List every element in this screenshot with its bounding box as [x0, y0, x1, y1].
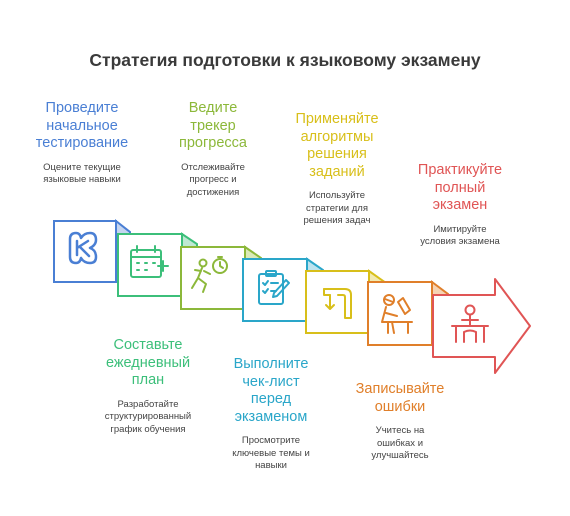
checklist-icon [258, 270, 290, 305]
step-6-title: Записывайте ошибки [355, 381, 445, 415]
writing-person-icon [381, 294, 413, 334]
page-title: Стратегия подготовки к языковому экзамен… [89, 50, 481, 70]
step-5: Применяйте алгоритмы решения заданий Исп… [277, 111, 397, 228]
step-6: Записывайте ошибки Учитесь на ошибках и … [340, 381, 460, 463]
step-1-description: Оцените текущие языковые навыки [43, 161, 121, 186]
step-4-description: Просмотрите ключевые темы и навыки [232, 435, 310, 471]
step-5-title: Применяйте алгоритмы решения заданий [295, 111, 379, 180]
path-icon [323, 288, 352, 319]
step-6-description: Учитесь на ошибках и улучшайтесь [371, 425, 429, 461]
step-4-title: Выполните чек-лист перед экзаменом [233, 356, 309, 425]
step-3: Ведите трекер прогресса Отслеживайте про… [163, 100, 263, 199]
step-7: Практикуйте полный экзамен Имитируйте ус… [400, 162, 520, 249]
calendar-icon [130, 245, 169, 278]
step-4: Выполните чек-лист перед экзаменом Просм… [216, 356, 326, 473]
step-2-title: Составьте ежедневный план [105, 337, 191, 388]
exam-desk-icon [451, 304, 489, 343]
step-7-title: Практикуйте полный экзамен [417, 162, 503, 213]
step-7-description: Имитируйте условия экзамена [420, 223, 500, 248]
step-2: Составьте ежедневный план Разработайте с… [88, 337, 208, 436]
step-2-description: Разработайте структурированный график об… [104, 398, 192, 435]
step-7-panel [432, 278, 531, 374]
step-3-title: Ведите трекер прогресса [179, 100, 247, 151]
runner-stopwatch-icon [191, 256, 228, 293]
step-1: Проведите начальное тестирование Оцените… [18, 100, 146, 187]
step-1-title: Проведите начальное тестирование [35, 100, 129, 151]
language-icon [68, 231, 98, 265]
step-5-description: Используйте стратегии для решения задач [303, 190, 371, 226]
step-3-description: Отслеживайте прогресс и достижения [181, 161, 245, 198]
